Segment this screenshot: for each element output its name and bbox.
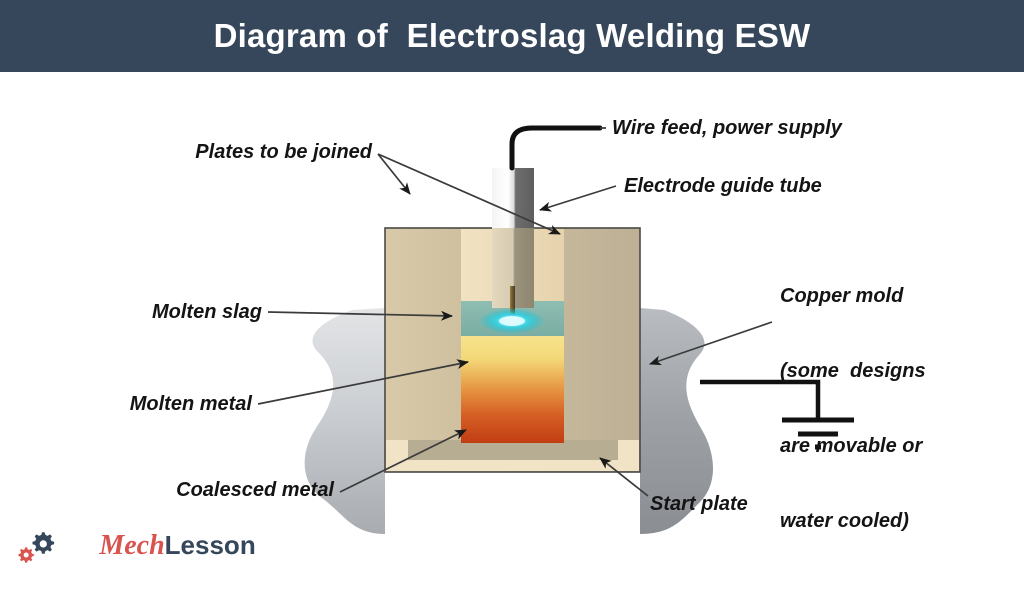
leader-plates-left (377, 153, 411, 195)
label-copper-mold-line-1: Copper mold (780, 285, 904, 307)
label-electrode-guide-tube: Electrode guide tube (624, 175, 822, 197)
gear-icon-small (18, 547, 34, 563)
wire-feed-cable (509, 125, 603, 171)
label-copper-mold: Copper mold (some designs are movable or… (780, 234, 926, 584)
leader-molten-slag (267, 310, 453, 321)
logo-gears (18, 529, 58, 563)
logo-text: MechLesson (56, 499, 256, 593)
label-plates-to-be-joined: Plates to be joined (195, 141, 372, 163)
leader-copper-mold (649, 321, 773, 366)
ground-symbol (700, 379, 854, 450)
gear-icon (18, 532, 55, 563)
leader-molten-metal (257, 359, 469, 405)
label-molten-metal: Molten metal (129, 393, 252, 415)
page-title: Diagram of Electroslag Welding ESW (213, 17, 811, 54)
label-molten-slag: Molten slag (151, 301, 262, 323)
label-copper-mold-line-3: are movable or (780, 435, 923, 457)
label-coalesced-metal: Coalesced metal (176, 479, 334, 501)
mechlesson-logo[interactable]: MechLesson (18, 524, 256, 568)
leader-guide-tube (539, 185, 617, 212)
label-wire-feed-power-supply: Wire feed, power supply (612, 117, 842, 139)
electrode-guide-tube-graphic (492, 168, 534, 308)
electrode-wire-graphic (479, 286, 545, 334)
screenshot-root: Diagram of Electroslag Welding ESW (0, 0, 1024, 576)
leader-start-plate (599, 457, 649, 497)
diagram-canvas: Plates to be joined Molten slag Molten m… (0, 72, 1024, 576)
leader-plates-right (377, 153, 561, 235)
leader-lines (257, 127, 773, 497)
gear-icon-large (32, 532, 55, 554)
logo-text-lesson: Lesson (164, 530, 256, 560)
logo-text-mech: Mech (99, 530, 165, 561)
label-copper-mold-line-2: (some designs (780, 360, 926, 382)
label-start-plate: Start plate (650, 493, 748, 515)
page-header: Diagram of Electroslag Welding ESW (0, 0, 1024, 72)
label-copper-mold-line-4: water cooled) (780, 510, 909, 532)
leader-coalesced-metal (339, 429, 467, 493)
esw-diagram-svg (257, 125, 854, 534)
molten-metal-graphic (461, 335, 564, 443)
